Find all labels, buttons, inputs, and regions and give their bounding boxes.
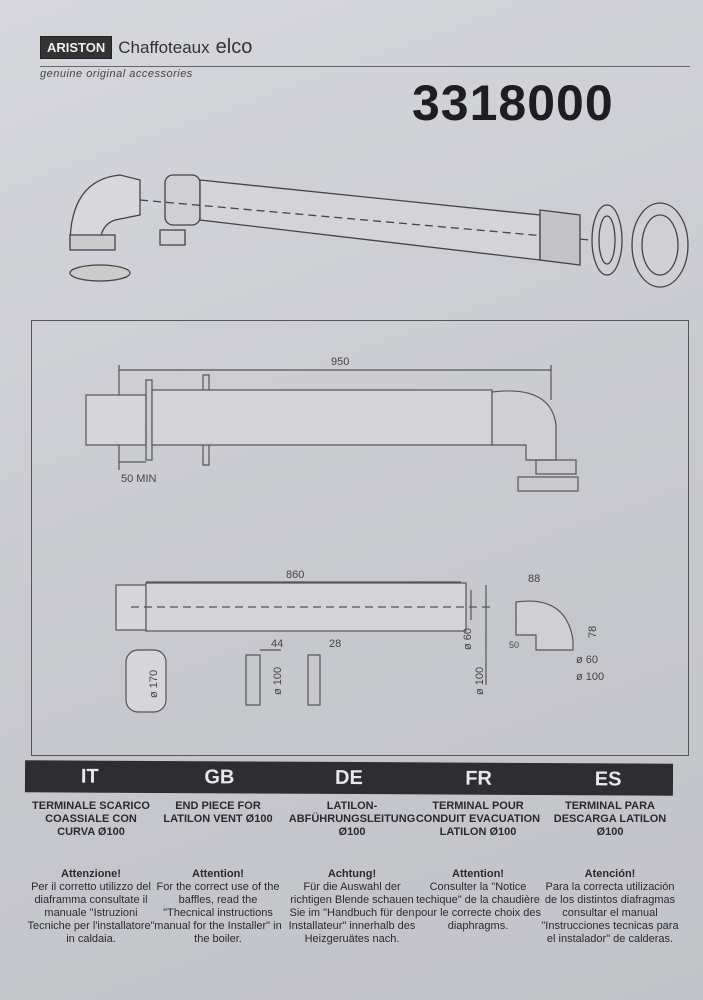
product-code: 3318000: [412, 75, 614, 131]
body: For the correct use of the baffles, read…: [154, 881, 282, 945]
column-it: TERMINALE SCARICO COASSIALE CON CURVA Ø1…: [25, 796, 157, 946]
heading: Atención!: [584, 868, 636, 880]
lang-de: DE: [335, 766, 363, 790]
dim-44: 44: [271, 638, 283, 650]
brand-logos: ARISTON Chaffoteaux elco: [40, 36, 252, 59]
heading: Attenzione!: [61, 868, 121, 880]
body: Per il corretto utilizzo del diaframma c…: [27, 881, 155, 945]
dim-50-min: 50 MIN: [121, 473, 157, 485]
lang-it: IT: [80, 765, 99, 788]
title: TERMINAL PARA DESCARGA LATILON Ø100: [553, 800, 667, 838]
dim-elbow-d60: ø 60: [576, 654, 598, 666]
dim-78: 78: [587, 626, 599, 638]
title: TERMINAL POUR CONDUIT EVACUATION LATILON…: [415, 800, 541, 838]
dimension-drawing-frame: [31, 320, 689, 756]
elco-logo: elco: [215, 36, 253, 58]
exploded-view-drawing: [69, 174, 689, 288]
dim-950: 950: [331, 356, 349, 368]
dim-elbow-d100: ø 100: [576, 671, 604, 683]
dim-860: 860: [286, 569, 304, 581]
dim-d170: ø 170: [148, 670, 160, 698]
lang-gb: GB: [204, 766, 235, 789]
dim-88: 88: [528, 573, 540, 585]
header-rule: [40, 66, 690, 67]
body: Para la correcta utilización de los dist…: [541, 881, 679, 945]
ariston-logo: ARISTON: [40, 36, 113, 59]
language-band: IT GB DE FR ES: [24, 760, 674, 796]
lang-es: ES: [594, 768, 622, 791]
heading: Attention!: [452, 868, 504, 880]
heading: Achtung!: [327, 868, 377, 880]
title: END PIECE FOR LATILON VENT Ø100: [163, 800, 273, 825]
tagline: genuine original accessories: [40, 68, 193, 80]
dim-28: 28: [329, 638, 341, 650]
chaffoteaux-logo: Chaffoteaux: [118, 37, 210, 57]
heading: Attention!: [192, 868, 244, 880]
dim-d100: ø 100: [474, 667, 486, 695]
lang-fr: FR: [465, 767, 492, 790]
dim-clamp-d100: ø 100: [272, 667, 284, 695]
dim-50: 50: [509, 640, 519, 650]
title: TERMINALE SCARICO COASSIALE CON CURVA Ø1…: [32, 800, 150, 838]
body: Consulter la "Notice techique" de la cha…: [415, 881, 541, 932]
column-fr: TERMINAL POUR CONDUIT EVACUATION LATILON…: [412, 796, 544, 933]
dim-d60: ø 60: [462, 628, 474, 650]
body: Für die Auswahl der richtigen Blende sch…: [288, 881, 416, 945]
dimension-drawings: 950 50 MIN 860 ø 60 ø 100 ø 170 44 ø 100…: [85, 356, 604, 713]
title: LATILON-ABFÜHRUNGSLEITUNG Ø100: [288, 800, 416, 838]
